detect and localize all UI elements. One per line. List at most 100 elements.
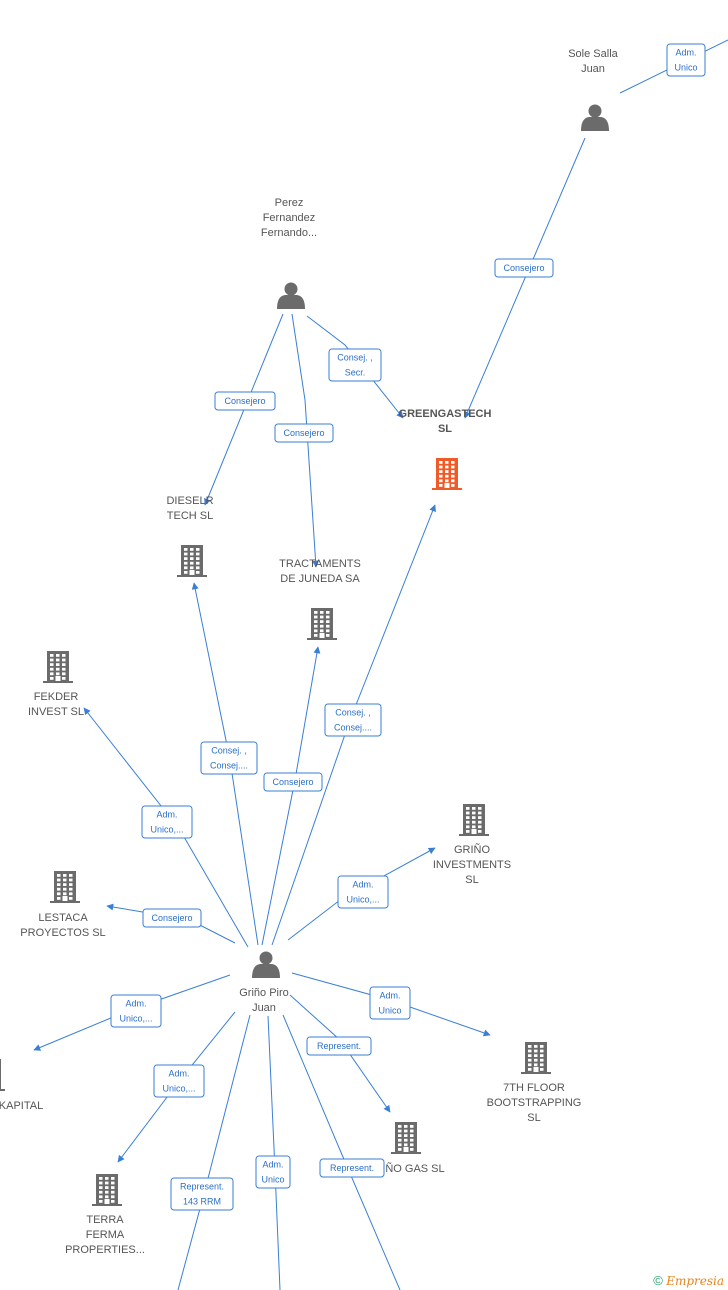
- edge-label-text: Consej. ,: [335, 708, 371, 718]
- edge-label-box[interactable]: Consejero: [142, 908, 202, 928]
- edge-label-box[interactable]: Adm. Unico,...: [141, 805, 193, 839]
- node-label: 7TH FLOOR: [503, 1082, 565, 1094]
- edge-label-text: Consej. ,: [337, 353, 373, 363]
- edge-label-frame: [369, 986, 411, 1020]
- edge-label-box[interactable]: Consej. ,Consej....: [200, 741, 258, 775]
- node-label: Fernando...: [261, 227, 317, 239]
- building-icon: [521, 1042, 551, 1074]
- edge-label-frame: [170, 1177, 234, 1211]
- edge-label-frame: [274, 423, 334, 443]
- edge-label-text: Consejero: [151, 913, 192, 923]
- node-label: Perez: [275, 197, 304, 209]
- edge-label-frame: [306, 1036, 372, 1056]
- edge-label-text: Unico: [261, 1175, 284, 1185]
- node-label: KAPITAL: [0, 1100, 43, 1112]
- edge-label-frame: [494, 258, 554, 278]
- edge-label-box[interactable]: Adm. Unico,...: [110, 994, 162, 1028]
- node-label: SL: [438, 423, 452, 435]
- edge-label-text: Adm.: [125, 999, 146, 1009]
- edge-label-frame: [666, 43, 706, 77]
- edge-line: [282, 1014, 401, 1290]
- edge-label-text: Consejero: [224, 396, 265, 406]
- edge-label-text: Consejero: [283, 428, 324, 438]
- edge-label-frame: [200, 741, 258, 775]
- edge-label-box[interactable]: Represent.: [319, 1158, 385, 1178]
- node-tractaments[interactable]: TRACTAMENTS DE JUNEDA SA: [279, 558, 361, 640]
- node-label: TRACTAMENTS: [279, 558, 361, 570]
- node-label: BOOTSTRAPPING: [487, 1097, 582, 1109]
- building-icon: [92, 1174, 122, 1206]
- node-terra[interactable]: TERRA FERMA PROPERTIES...: [65, 1174, 145, 1256]
- edge-label-box[interactable]: Adm.Unico: [255, 1155, 291, 1189]
- edge-label-box[interactable]: Consej. , Consej....: [324, 703, 382, 737]
- edge-label-frame: [328, 348, 382, 382]
- edge-line: [306, 315, 404, 419]
- edge-line: [177, 1014, 251, 1290]
- edge-label-text: Unico: [378, 1006, 401, 1016]
- node-label: TECH SL: [167, 510, 213, 522]
- edge-label-box[interactable]: Represent.: [306, 1036, 372, 1056]
- node-perez[interactable]: PerezFernandezFernando...: [261, 197, 317, 309]
- building-icon: [432, 458, 462, 490]
- edge-label-text: Unico,...: [162, 1084, 195, 1094]
- edge-label-text: 143 RRM: [183, 1197, 221, 1207]
- edge-label-frame: [324, 703, 382, 737]
- edge-label-box[interactable]: Adm. Unico,...: [153, 1064, 205, 1098]
- edge-label-box[interactable]: Consejero: [263, 772, 323, 792]
- edge-label-text: Adm.: [168, 1069, 189, 1079]
- building-icon: [307, 608, 337, 640]
- edge-label-box[interactable]: Adm.Unico: [369, 986, 411, 1020]
- edge-label-frame: [255, 1155, 291, 1189]
- building-icon: [459, 804, 489, 836]
- edge-label-box[interactable]: Consejero: [494, 258, 554, 278]
- node-label: DE JUNEDA SA: [280, 573, 360, 585]
- person-icon: [277, 282, 305, 309]
- node-label: TERRA: [86, 1214, 124, 1226]
- edge-label-frame: [319, 1158, 385, 1178]
- node-label: Juan: [252, 1002, 276, 1014]
- building-icon: [177, 545, 207, 577]
- edge-label-box[interactable]: Consejero: [214, 391, 276, 411]
- brand-logo: Empresia: [666, 1274, 724, 1288]
- node-label: Sole Salla: [568, 48, 618, 60]
- edge-label-text: Consej. ,: [211, 746, 247, 756]
- edge-label-frame: [110, 994, 162, 1028]
- node-label: FERMA: [86, 1229, 125, 1241]
- node-label: PROPERTIES...: [65, 1244, 145, 1256]
- edge-label-text: Consej....: [334, 723, 372, 733]
- edge-label-box[interactable]: Represent.143 RRM: [170, 1177, 234, 1211]
- edge-label-text: Unico,...: [119, 1014, 152, 1024]
- node-label: SL: [465, 874, 478, 886]
- building-icon: [50, 871, 80, 903]
- edge-label-box[interactable]: Adm.Unico: [666, 43, 706, 77]
- node-label: FEKDER: [34, 691, 79, 703]
- node-kapital[interactable]: KAPITAL: [0, 1059, 43, 1112]
- edge-label-box[interactable]: Consej. ,Secr.: [328, 348, 382, 382]
- edge-label-text: Adm.: [352, 880, 373, 890]
- person-icon: [252, 951, 280, 978]
- edge-label-text: Unico,...: [346, 895, 379, 905]
- node-gas[interactable]: ÑO GAS SL: [385, 1122, 445, 1175]
- edge-line: [267, 1015, 281, 1290]
- edge-label-box[interactable]: Adm. Unico,...: [337, 875, 389, 909]
- edge-label-frame: [337, 875, 389, 909]
- node-label: Juan: [581, 63, 605, 75]
- node-floor7[interactable]: 7TH FLOOR BOOTSTRAPPING SL: [487, 1042, 582, 1124]
- edge-label-frame: [142, 908, 202, 928]
- building-icon: [0, 1059, 5, 1091]
- node-label: LESTACA: [38, 912, 88, 924]
- edge-label-box[interactable]: Consejero: [274, 423, 334, 443]
- edge-label-text: Adm.: [156, 810, 177, 820]
- node-label: Fernandez: [263, 212, 316, 224]
- edge-label-text: Unico,...: [150, 825, 183, 835]
- edge-label-text: Represent.: [317, 1041, 361, 1051]
- node-label: SL: [527, 1112, 540, 1124]
